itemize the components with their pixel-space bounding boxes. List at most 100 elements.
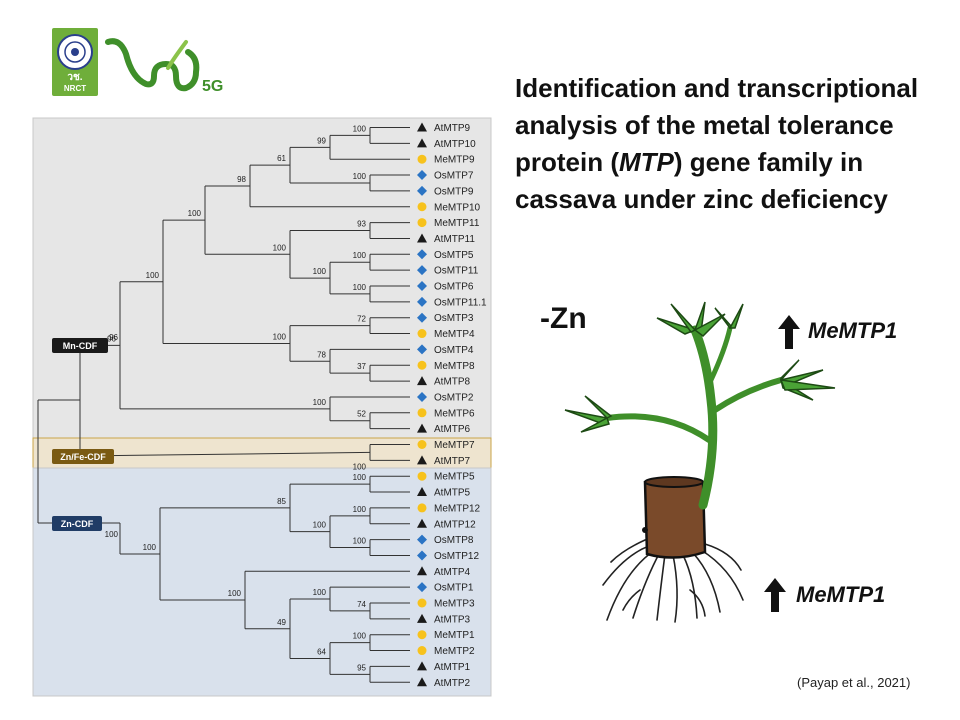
bootstrap-value: 100	[273, 243, 287, 252]
bootstrap-value: 95	[357, 663, 366, 672]
cassava-circle-icon	[417, 630, 427, 640]
shoot-up-arrow-icon	[778, 315, 800, 349]
leaf-label: AtMTP10	[434, 139, 476, 150]
arabidopsis-triangle-icon	[417, 423, 427, 433]
slide-title: Identification and transcriptional analy…	[515, 73, 919, 214]
leaf-label: OsMTP7	[434, 171, 474, 182]
bootstrap-value: 100	[188, 209, 202, 218]
cassava-circle-icon	[417, 154, 427, 164]
leaf-label: MeMTP3	[434, 599, 475, 610]
leaf-label: OsMTP3	[434, 313, 474, 324]
bootstrap-value: 98	[237, 175, 246, 184]
bootstrap-value: 49	[277, 618, 286, 627]
bootstrap-value: 100	[353, 283, 367, 292]
cassava-circle-icon	[417, 471, 427, 481]
arabidopsis-triangle-icon	[417, 138, 427, 148]
cassava-circle-icon	[417, 408, 427, 418]
leaf-label: AtMTP2	[434, 678, 471, 689]
group-label: Mn-CDF	[63, 341, 98, 351]
bootstrap-value: 100	[353, 172, 367, 181]
cassava-circle-icon	[417, 202, 427, 212]
bootstrap-value: 100	[313, 588, 327, 597]
bootstrap-value: 96	[107, 334, 116, 343]
leaf-label: AtMTP5	[434, 488, 471, 499]
bootstrap-value: 85	[277, 497, 286, 506]
leaf-label: MeMTP4	[434, 329, 475, 340]
rice-diamond-icon	[417, 534, 427, 545]
bootstrap-value: 100	[105, 530, 119, 539]
arabidopsis-triangle-icon	[417, 518, 427, 528]
leaf-label: OsMTP11	[434, 266, 479, 277]
group-label-box	[52, 449, 114, 464]
bootstrap-value: 100	[273, 332, 287, 341]
leaf-label: MeMTP1	[434, 630, 475, 641]
arabidopsis-triangle-icon	[417, 455, 427, 465]
arabidopsis-triangle-icon	[417, 566, 427, 576]
bootstrap-value: 100	[353, 124, 367, 133]
title-italic-mtp: MTP	[619, 147, 674, 177]
leaf-label: AtMTP1	[434, 662, 471, 673]
root-gene-label: MeMTP1	[796, 582, 886, 607]
bootstrap-value: 52	[357, 410, 366, 419]
bootstrap-value: 100	[313, 521, 327, 530]
leaf-label: MeMTP6	[434, 408, 475, 419]
branch-horizontal	[79, 451, 371, 457]
green-stem	[690, 325, 718, 510]
arabidopsis-triangle-icon	[417, 233, 427, 243]
rice-diamond-icon	[417, 550, 427, 561]
group-label-box	[52, 516, 102, 531]
rice-diamond-icon	[417, 582, 427, 593]
group-label: Zn/Fe-CDF	[60, 452, 106, 462]
nrct-text: NRCT	[64, 84, 86, 93]
tree-branches	[37, 127, 410, 683]
cassava-circle-icon	[417, 503, 427, 513]
anniversary-mark-icon	[105, 38, 200, 92]
bootstrap-value: 100	[353, 251, 367, 260]
leaf-label: MeMTP8	[434, 361, 475, 372]
arabidopsis-triangle-icon	[417, 122, 427, 132]
stem-cutting	[643, 477, 707, 559]
bootstrap-value: 100	[353, 632, 367, 641]
leaf-label: MeMTP11	[434, 218, 480, 229]
cassava-circle-icon	[417, 598, 427, 608]
bootstrap-value: 72	[357, 315, 366, 324]
arabidopsis-triangle-icon	[417, 376, 427, 386]
rice-diamond-icon	[417, 344, 427, 355]
logo: วช. NRCT 5G	[52, 28, 223, 96]
bootstrap-value: 100	[146, 271, 160, 280]
leaf-label: OsMTP5	[434, 250, 474, 261]
bootstrap-value: 100	[228, 589, 242, 598]
bootstrap-value: 100	[313, 267, 327, 276]
bootstrap-value: 74	[357, 600, 366, 609]
leaf-label: MeMTP7	[434, 440, 475, 451]
bootstrap-value: 99	[317, 136, 326, 145]
bootstrap-value: 100	[143, 543, 157, 552]
bootstrap-value: 100	[353, 462, 367, 471]
arabidopsis-triangle-icon	[417, 661, 427, 671]
leaf-label: AtMTP11	[434, 234, 475, 245]
leaf-label: OsMTP4	[434, 345, 474, 356]
leaf-label: AtMTP9	[434, 123, 471, 134]
citation: (Payap et al., 2021)	[797, 675, 911, 690]
leaf-label: OsMTP2	[434, 392, 474, 403]
leaf-label: OsMTP11.1	[434, 297, 487, 308]
nrct-thai-text: วช.	[67, 72, 82, 83]
shoot-gene-label: MeMTP1	[808, 318, 898, 343]
leaf-label: AtMTP12	[434, 519, 476, 530]
root-up-arrow-icon	[764, 578, 786, 612]
cassava-circle-icon	[417, 360, 427, 370]
rice-diamond-icon	[417, 170, 427, 181]
leaf-label: AtMTP7	[434, 456, 471, 467]
leaf-label: MeMTP2	[434, 646, 475, 657]
treatment-label: -Zn	[540, 302, 587, 335]
group-label-box	[52, 338, 108, 353]
rice-diamond-icon	[417, 249, 427, 260]
leaf-label: OsMTP12	[434, 551, 479, 562]
leaf-label: AtMTP4	[434, 567, 471, 578]
bootstrap-value: 100	[313, 398, 327, 407]
bootstrap-value: 61	[277, 154, 286, 163]
cassava-plant-illustration	[564, 301, 836, 623]
leaf-label: MeMTP5	[434, 472, 475, 483]
bootstrap-value: 93	[357, 220, 366, 229]
bootstrap-value: 100	[353, 537, 367, 546]
